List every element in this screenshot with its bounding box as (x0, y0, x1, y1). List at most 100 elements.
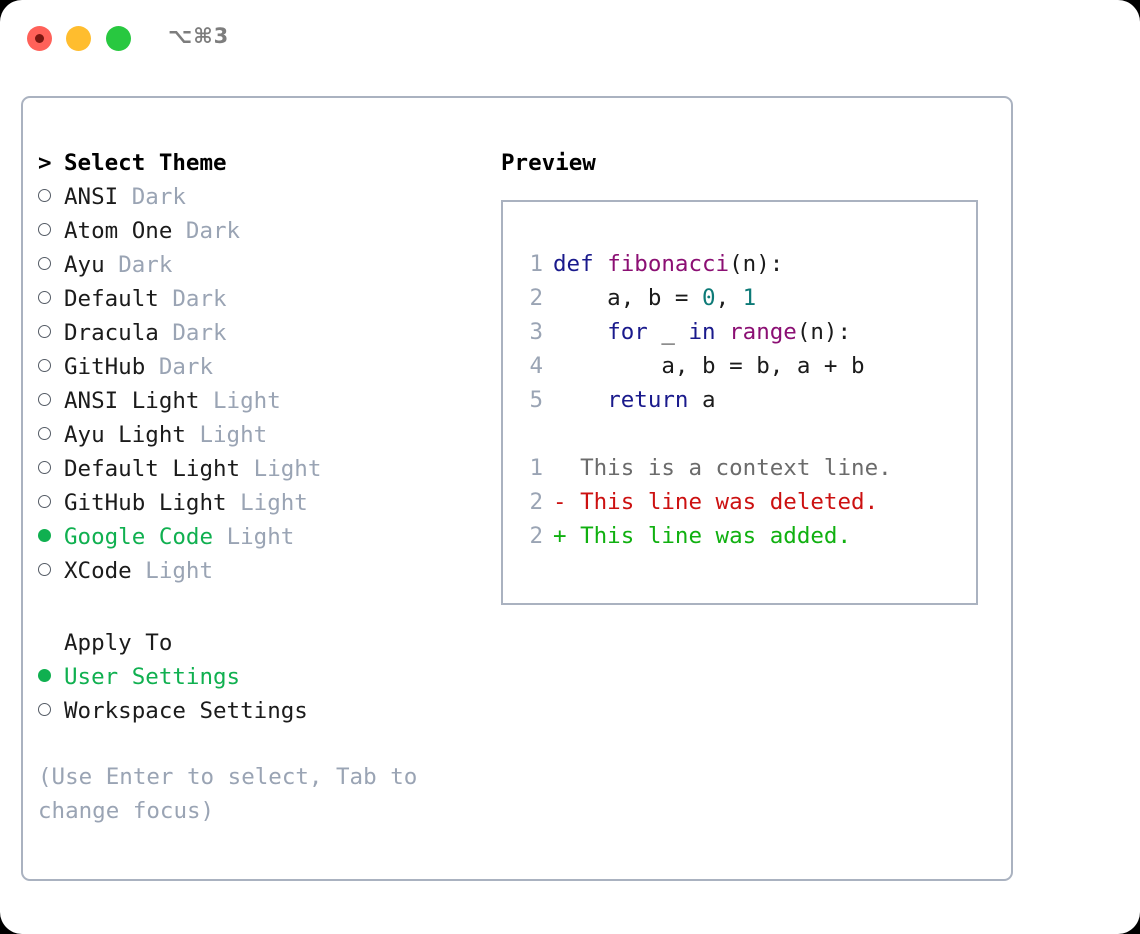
keyboard-hint-text: (Use Enter to select, Tab to change focu… (38, 764, 418, 824)
theme-option-ansi[interactable]: ANSI Dark (38, 180, 478, 214)
theme-option-label: GitHub Light (64, 490, 227, 516)
radio-unselected-icon (38, 486, 64, 520)
bullet-shape (38, 359, 51, 372)
theme-option-tag: Dark (172, 286, 227, 312)
select-theme-heading: > Select Theme (38, 146, 478, 180)
code-token: return (607, 387, 689, 413)
code-token: 1 (742, 285, 757, 311)
bullet-shape (38, 257, 51, 270)
code-token: a (688, 387, 716, 413)
prompt-caret-icon: > (38, 150, 52, 176)
bullet-shape (38, 223, 51, 236)
bullet-shape (38, 529, 51, 542)
radio-unselected-icon (38, 248, 64, 282)
theme-option-google-code[interactable]: Google Code Light (38, 520, 478, 554)
theme-option-tag: Dark (158, 354, 214, 380)
theme-option-default[interactable]: Default Dark (38, 282, 478, 316)
radio-selected-icon (38, 660, 64, 694)
apply-to-heading: Apply To (38, 626, 478, 660)
apply-to-option-label: User Settings (64, 664, 241, 690)
theme-option-tag: Light (226, 524, 295, 550)
theme-option-github-light[interactable]: GitHub Light Light (38, 486, 478, 520)
diff-line: 1 This is a context line. (519, 451, 891, 485)
apply-to-option-workspace-settings[interactable]: Workspace Settings (38, 694, 478, 728)
close-button[interactable] (27, 26, 52, 51)
radio-unselected-icon (38, 350, 64, 384)
theme-option-label: Ayu Light (64, 422, 186, 448)
code-token: a, b = (553, 285, 703, 311)
theme-option-tag: Light (240, 490, 308, 516)
code-blank-line (519, 417, 892, 451)
bullet-shape (38, 427, 51, 440)
keyboard-shortcut-label: ⌥⌘3 (168, 24, 230, 48)
theme-option-label: ANSI (64, 184, 119, 210)
theme-option-tag: Dark (185, 218, 241, 244)
code-token: range (729, 319, 797, 345)
radio-selected-icon (38, 520, 64, 554)
theme-option-tag: Light (199, 422, 268, 448)
code-line: 4 a, b = b, a + b (519, 349, 892, 383)
code-token: in (688, 319, 716, 345)
line-number: 2 (529, 523, 543, 549)
apply-to-option-user-settings[interactable]: User Settings (38, 660, 478, 694)
theme-option-ansi-light[interactable]: ANSI Light Light (38, 384, 478, 418)
radio-unselected-icon (38, 452, 64, 486)
radio-unselected-icon (38, 214, 64, 248)
theme-option-label: Default Light (64, 456, 241, 482)
code-token (553, 387, 607, 413)
diff-text: This line was deleted. (580, 489, 879, 515)
theme-option-default-light[interactable]: Default Light Light (38, 452, 478, 486)
theme-option-label: Google Code (64, 524, 214, 550)
line-number: 3 (529, 319, 543, 345)
line-number: 1 (529, 251, 543, 277)
minimize-button[interactable] (66, 26, 91, 51)
code-token: (n): (796, 319, 852, 345)
theme-option-label: Ayu (64, 252, 105, 278)
radio-unselected-icon (38, 418, 64, 452)
bullet-shape (38, 291, 51, 304)
bullet-shape (38, 563, 51, 576)
line-number: 5 (529, 387, 543, 413)
line-number: 2 (529, 489, 543, 515)
maximize-button[interactable] (106, 26, 131, 51)
theme-option-label: GitHub (64, 354, 146, 380)
bullet-shape (38, 189, 51, 202)
code-token: a, b = b, a + b (553, 353, 865, 379)
code-token (716, 319, 730, 345)
theme-option-dracula[interactable]: Dracula Dark (38, 316, 478, 350)
diff-text: This line was added. (580, 523, 852, 549)
theme-option-ayu[interactable]: Ayu Dark (38, 248, 478, 282)
radio-unselected-icon (38, 694, 64, 728)
theme-option-xcode[interactable]: XCode Light (38, 554, 478, 588)
preview-heading: Preview (501, 150, 596, 176)
diff-line: 2+ This line was added. (519, 519, 892, 553)
theme-option-tag: Light (253, 456, 322, 482)
theme-option-ayu-light[interactable]: Ayu Light Light (38, 418, 478, 452)
theme-option-github[interactable]: GitHub Dark (38, 350, 478, 384)
bullet-shape (38, 495, 51, 508)
apply-to-option-label: Workspace Settings (64, 698, 308, 724)
radio-unselected-icon (38, 384, 64, 418)
bullet-shape (38, 669, 51, 682)
bullet-shape (38, 461, 51, 474)
radio-unselected-icon (38, 282, 64, 316)
select-theme-heading-label: Select Theme (64, 150, 227, 176)
code-token: , (715, 285, 743, 311)
code-token: fibonacci (607, 251, 730, 277)
theme-option-tag: Light (213, 388, 281, 414)
close-icon (35, 34, 44, 43)
diff-sign: - (553, 489, 567, 515)
theme-option-atom-one[interactable]: Atom One Dark (38, 214, 478, 248)
theme-option-tag: Dark (118, 252, 173, 278)
line-number: 2 (529, 285, 543, 311)
bullet-shape (38, 325, 51, 338)
code-line: 3 for _ in range(n): (519, 315, 892, 349)
theme-option-label: ANSI Light (64, 388, 200, 414)
